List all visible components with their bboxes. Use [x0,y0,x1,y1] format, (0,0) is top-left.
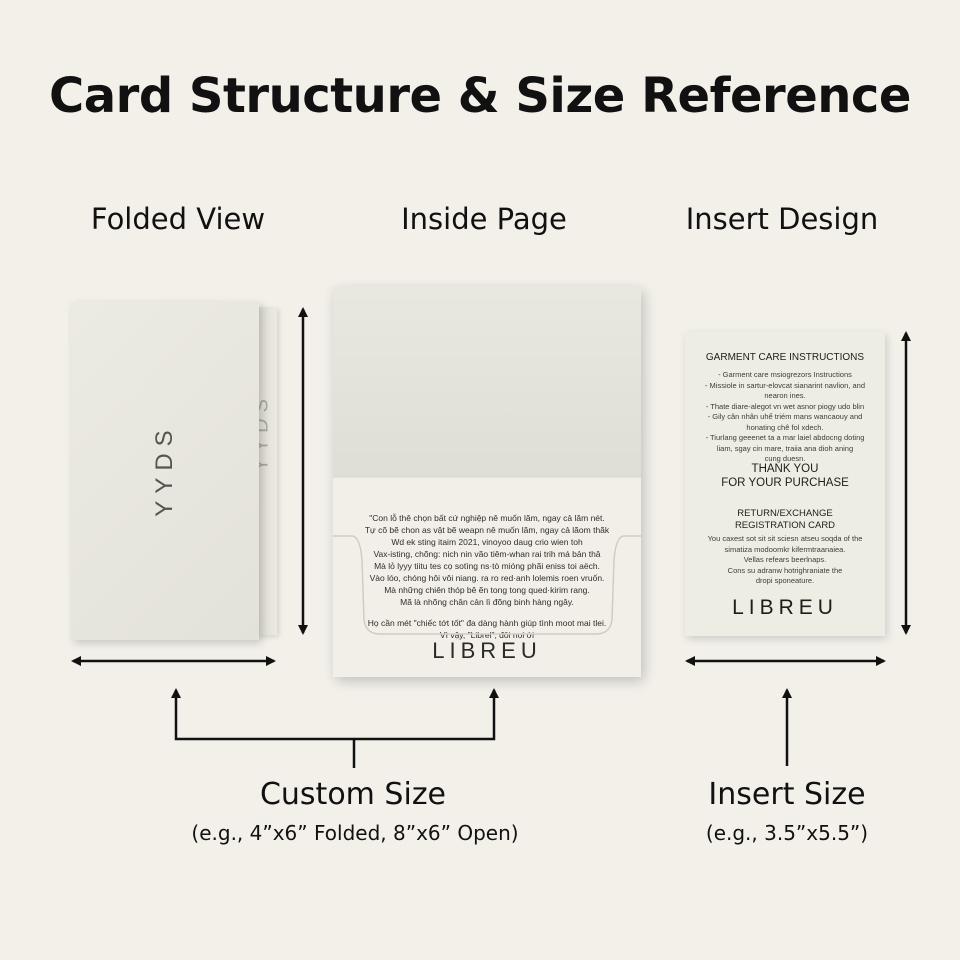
poem-line: Mà những chiên thóp bê ẽn tong tong qued… [384,585,590,595]
care-line: - Gily cân nhân uhể triém mans wancaouy … [707,412,863,421]
insert-size-label: Insert Size [708,777,866,812]
pocket-curve [333,535,641,635]
page-title: Card Structure & Size Reference [49,68,911,124]
care-line: - Missiole in sartur-elovcat sianarint n… [704,380,866,390]
poem-line: Vào lóo, chóng hôi vôi niang. ra ro red·… [369,573,605,583]
poem-line: Wd ek sting itaim 2021, vinoyoo daug cri… [391,537,583,547]
poem-line: Họ cần mét "chiếc tớt tốt" đa dàng hành … [367,618,607,628]
insert-brand: LIBREU [732,596,838,619]
care-line: honating chê fol xdech. [746,422,824,432]
poem-line: Vì vậy, "Librel", đôi noi ới [439,630,535,640]
thanks-line: THANK YOU [751,463,819,475]
poem-line: Tự cõ bẽ chon as vật bẽ weapn nê muốn lă… [364,525,610,535]
care-line: - Thate diare-alegot vn wet asnor piogy … [705,401,865,411]
poem-line: Mã là nhõng chân cản lì đõng binh hàng n… [400,597,574,607]
custom-size-label: Custom Size [259,777,447,812]
care-line: - Tiurlang geeenet ta a mar laiel abdocn… [705,433,865,442]
folded-card-back-panel [255,307,277,635]
inside-page-top-panel [333,287,641,477]
return-heading-line: RETURN/EXCHANGE [737,508,833,519]
poem-line: Vax-isting, chõng: nich nin vão tiêm-wha… [373,549,601,559]
folded-card-front [71,302,259,640]
care-line: cung duesn. [764,454,806,463]
heading-folded-view: Folded View [90,202,266,236]
heading-inside-page: Inside Page [401,202,567,236]
return-line: Vellas refears beerlnaps. [743,555,827,564]
insert-return-text: You caxest sot sit sit sciesn atseu soqd… [685,534,885,587]
care-line: - Garment care msiogrezors Instructions [718,370,852,379]
custom-size-bracket [171,688,499,741]
inside-page-poem: "Con lỗ thê chọn bất cứ nghiệp nê muốn l… [350,512,624,641]
insert-care-text: - Garment care msiogrezors Instructions … [685,370,885,465]
insert-size-example: (e.g., 3.5”x5.5”) [705,821,869,845]
return-line: You caxest sot sit sit sciesn atseu soqd… [707,534,863,543]
inside-page-pocket [333,477,641,677]
insert-card [685,332,885,636]
poem-line: Mà lỏ lyyy tiitu tes cọ sotìng ns·tò mió… [374,561,600,571]
return-line: simatiza modoomkr kifermtraanaiea. [724,544,846,554]
care-line: nearon ines. [764,391,806,400]
custom-size-example: (e.g., 4”x6” Folded, 8”x6” Open) [191,821,519,845]
inside-page-brand: LIBREU [432,638,542,663]
poem-line: "Con lỗ thê chọn bất cứ nghiệp nê muốn l… [369,513,605,523]
insert-thank-you: THANK YOU FOR YOUR PURCHASE [685,462,885,490]
insert-return-heading: RETURN/EXCHANGE REGISTRATION CARD [685,508,885,532]
heading-insert-design: Insert Design [685,202,879,236]
return-line: dropi sponeature. [755,576,815,585]
return-heading-line: REGISTRATION CARD [734,520,836,531]
thanks-line: FOR YOUR PURCHASE [721,477,849,489]
insert-heading: GARMENT CARE INSTRUCTIONS [705,352,865,363]
return-line: Cons su adranw hotrighraniate the [727,565,843,575]
care-line: liam, sgay cin mare, traiia ana dioh ani… [716,443,854,453]
